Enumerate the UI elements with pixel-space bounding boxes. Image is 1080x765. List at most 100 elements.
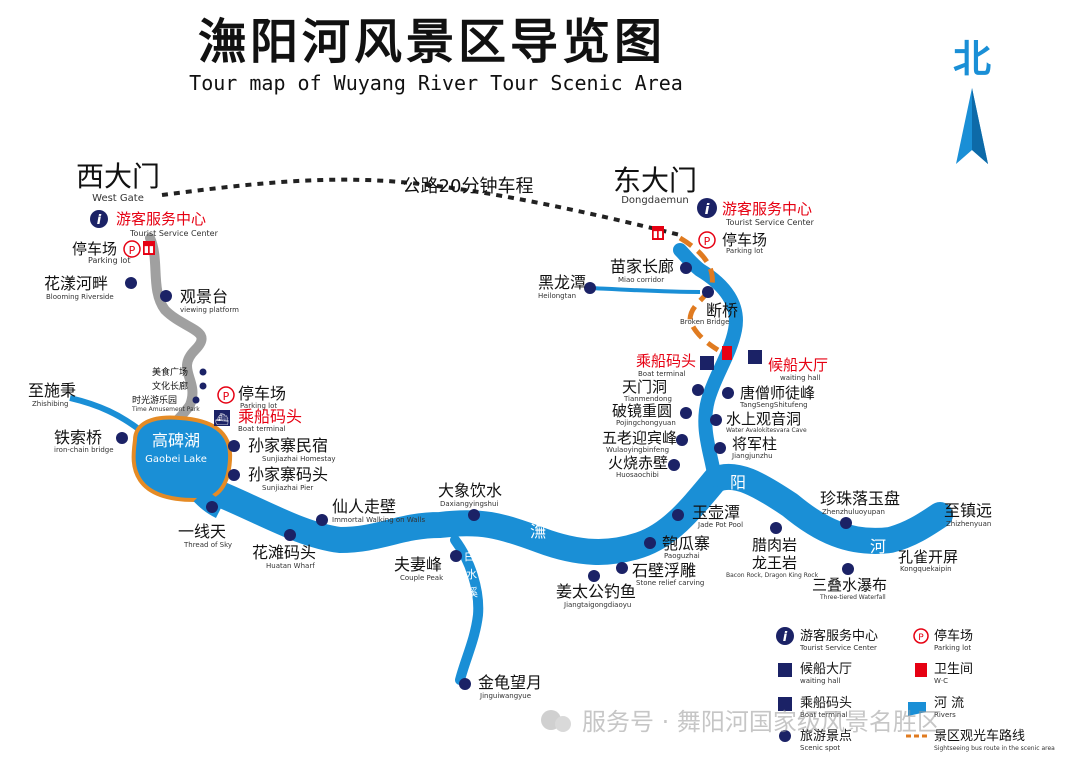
road-link-line: [161, 177, 681, 237]
svg-text:▮▮: ▮▮: [144, 245, 154, 255]
east-gate-label: 东大门: [613, 164, 697, 197]
spot-paogua: 匏瓜寨: [662, 534, 710, 553]
svg-text:Sunjiazhai Homestay: Sunjiazhai Homestay: [262, 455, 336, 463]
svg-text:iron-chain bridge: iron-chain bridge: [54, 446, 114, 454]
wuyang-river: [197, 463, 953, 565]
svg-text:Tourist Service Center: Tourist Service Center: [799, 644, 877, 652]
spot-minsu: 孙家寨民宿: [248, 436, 328, 455]
spot-shuishang: 水上观音洞: [726, 410, 801, 428]
bus-route-east: [678, 235, 720, 353]
parking-icon: [123, 240, 141, 258]
svg-text:Thread of Sky: Thread of Sky: [183, 541, 232, 549]
svg-text:Stone relief carving: Stone relief carving: [636, 579, 704, 587]
spot-miaojia: 苗家长廊: [610, 257, 674, 276]
spot-shibi: 石壁浮雕: [632, 561, 696, 580]
spot-zhishi: 至施秉: [28, 381, 76, 400]
map-title: 潕阳河风景区导览图: [198, 14, 666, 70]
boat-east-icon: [700, 356, 714, 370]
spot-zhenzhu: 珍珠落玉盘: [820, 489, 900, 508]
svg-text:Jinguiwangyue: Jinguiwangyue: [479, 692, 531, 700]
svg-text:Water Avalokitesvara Cave: Water Avalokitesvara Cave: [726, 427, 807, 434]
svg-text:⛴: ⛴: [215, 413, 229, 426]
waiting-hall-icon: [748, 350, 762, 364]
info-icon: [90, 210, 108, 228]
svg-text:Miao corridor: Miao corridor: [618, 276, 664, 284]
info-icon-east: [697, 198, 717, 218]
svg-text:Heilongtan: Heilongtan: [538, 292, 576, 300]
svg-text:游客服务中心: 游客服务中心: [722, 200, 812, 218]
svg-text:Rivers: Rivers: [934, 711, 956, 719]
svg-text:景区观光车路线: 景区观光车路线: [934, 728, 1025, 744]
west-road: [145, 233, 207, 445]
spot-shiguang: 时光游乐园: [132, 394, 177, 406]
lake-label-en: Gaobei Lake: [145, 454, 207, 465]
svg-text:waiting hall: waiting hall: [800, 677, 840, 685]
spot-tianmen: 天门洞: [622, 378, 667, 396]
svg-text:Sightseeing bus route in the s: Sightseeing bus route in the scenic area: [934, 745, 1055, 752]
east-gate-label-en: Dongdaemun: [621, 195, 689, 206]
svg-text:▮▮: ▮▮: [653, 230, 663, 240]
gaobei-lake: [131, 415, 233, 503]
map-subtitle: Tour map of Wuyang River Tour Scenic Are…: [189, 71, 683, 95]
svg-text:W·C: W·C: [934, 677, 948, 685]
parking-mid-icon: [217, 386, 235, 404]
svg-text:旅游景点: 旅游景点: [800, 729, 852, 744]
svg-text:Huosaochibi: Huosaochibi: [616, 471, 659, 479]
spot-jingui: 金龟望月: [478, 673, 542, 692]
lake-label: 高碑湖: [152, 431, 200, 450]
spot-longwang: 龙王岩: [752, 554, 797, 572]
svg-text:Daxiangyingshui: Daxiangyingshui: [440, 500, 498, 508]
spot-yuhu: 玉壶潭: [692, 503, 740, 522]
svg-text:服务号 · 舞阳河国家级风景名胜区: 服务号 · 舞阳河国家级风景名胜区: [582, 708, 941, 736]
spot-wenhua: 文化长廊: [152, 380, 188, 392]
wc-icon-east-2: [722, 346, 732, 360]
spot-huayang: 花漾河畔: [44, 274, 108, 293]
svg-text:候船大厅: 候船大厅: [800, 662, 852, 677]
svg-text:Parking lot: Parking lot: [240, 402, 277, 410]
svg-text:i: i: [705, 202, 710, 218]
svg-text:Tourist Service Center: Tourist Service Center: [129, 229, 219, 238]
spot-heilong: 黑龙潭: [538, 273, 586, 292]
parking-mid-label: 停车场: [238, 384, 286, 403]
river-system: [69, 243, 953, 685]
svg-text:i: i: [97, 213, 102, 228]
boat-icon: [214, 410, 230, 426]
baishui-stream: [450, 535, 484, 685]
spot-zhizhen: 至镇远: [944, 501, 992, 520]
svg-text:河 流: 河 流: [934, 696, 964, 711]
spot-tangseng: 唐僧师徒峰: [740, 384, 815, 402]
spot-jiangtai: 姜太公钓鱼: [556, 582, 636, 601]
spot-guanjing: 观景台: [180, 287, 228, 306]
svg-text:游客服务中心: 游客服务中心: [116, 210, 206, 228]
svg-text:游客服务中心: 游客服务中心: [800, 628, 878, 644]
svg-text:Tianmendong: Tianmendong: [623, 395, 672, 403]
svg-text:P: P: [704, 235, 711, 248]
svg-text:Wulaoyingbinfeng: Wulaoyingbinfeng: [606, 446, 669, 454]
spot-sandie: 三叠水瀑布: [812, 576, 887, 594]
spot-duanqiao: 断桥: [706, 301, 738, 320]
svg-text:viewing platform: viewing platform: [180, 306, 239, 314]
tsc-east: i 游客服务中心 Tourist Service Center: [697, 198, 815, 227]
svg-text:i: i: [783, 630, 788, 645]
spot-tiesuo: 铁索桥: [54, 428, 102, 447]
baishui-char-2: 水: [466, 568, 477, 581]
svg-text:Boat terminal: Boat terminal: [800, 711, 848, 719]
wc-icon-east: [652, 226, 664, 240]
legend: i 游客服务中心 Tourist Service Center P 停车场 Pa…: [776, 627, 1055, 752]
svg-text:停车场: 停车场: [934, 628, 973, 644]
svg-text:Jiangjunzhu: Jiangjunzhu: [731, 452, 773, 460]
parking-west-label: 停车场: [72, 240, 117, 258]
svg-text:Tourist Service Center: Tourist Service Center: [725, 218, 815, 227]
svg-text:Bacon Rock, Dragon King Rock: Bacon Rock, Dragon King Rock: [726, 572, 819, 579]
baishui-char-1: 白: [464, 549, 475, 563]
legend-parking-icon: [913, 628, 929, 644]
west-gate-label: 西大门: [76, 160, 160, 193]
spot-jiangjun: 将军柱: [732, 435, 777, 453]
svg-text:卫生间: 卫生间: [934, 662, 973, 677]
spot-xianren: 仙人走壁: [332, 497, 396, 516]
watermark: 服务号 · 舞阳河国家级风景名胜区: [541, 708, 941, 736]
tsc-west: i 游客服务中心 Tourist Service Center: [90, 210, 219, 238]
svg-text:Boat terminal: Boat terminal: [238, 425, 286, 433]
svg-text:P: P: [223, 390, 230, 403]
svg-text:Immortal Walking on Walls: Immortal Walking on Walls: [332, 516, 425, 524]
